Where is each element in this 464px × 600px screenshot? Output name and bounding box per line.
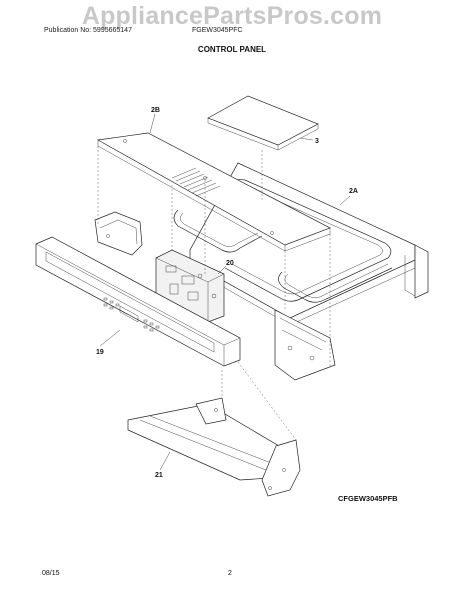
watermark: AppliancePartsPros.com	[81, 2, 383, 30]
callout-19: 19	[96, 349, 104, 356]
alignment-lines	[97, 146, 331, 441]
leader-lines	[99, 113, 351, 471]
left-bracket	[94, 211, 143, 256]
part-3-plate	[207, 95, 319, 151]
part-21-support	[127, 397, 301, 497]
callout-2b: 2B	[151, 107, 160, 114]
part-19-faceplate	[35, 236, 241, 367]
callout-20: 20	[226, 260, 234, 267]
diagram-code: CFGEW3045PFB	[338, 494, 398, 503]
page-number: 2	[228, 570, 232, 577]
part-2b-cover	[96, 132, 331, 252]
callout-3: 3	[315, 138, 319, 145]
callout-2a: 2A	[349, 188, 358, 195]
section-title: CONTROL PANEL	[197, 45, 267, 54]
publication-number: Publication No: 5995665147	[44, 27, 132, 34]
footer-date: 08/15	[42, 570, 60, 577]
model-number: FGEW3045PFC	[192, 27, 243, 34]
callout-21: 21	[155, 472, 163, 479]
